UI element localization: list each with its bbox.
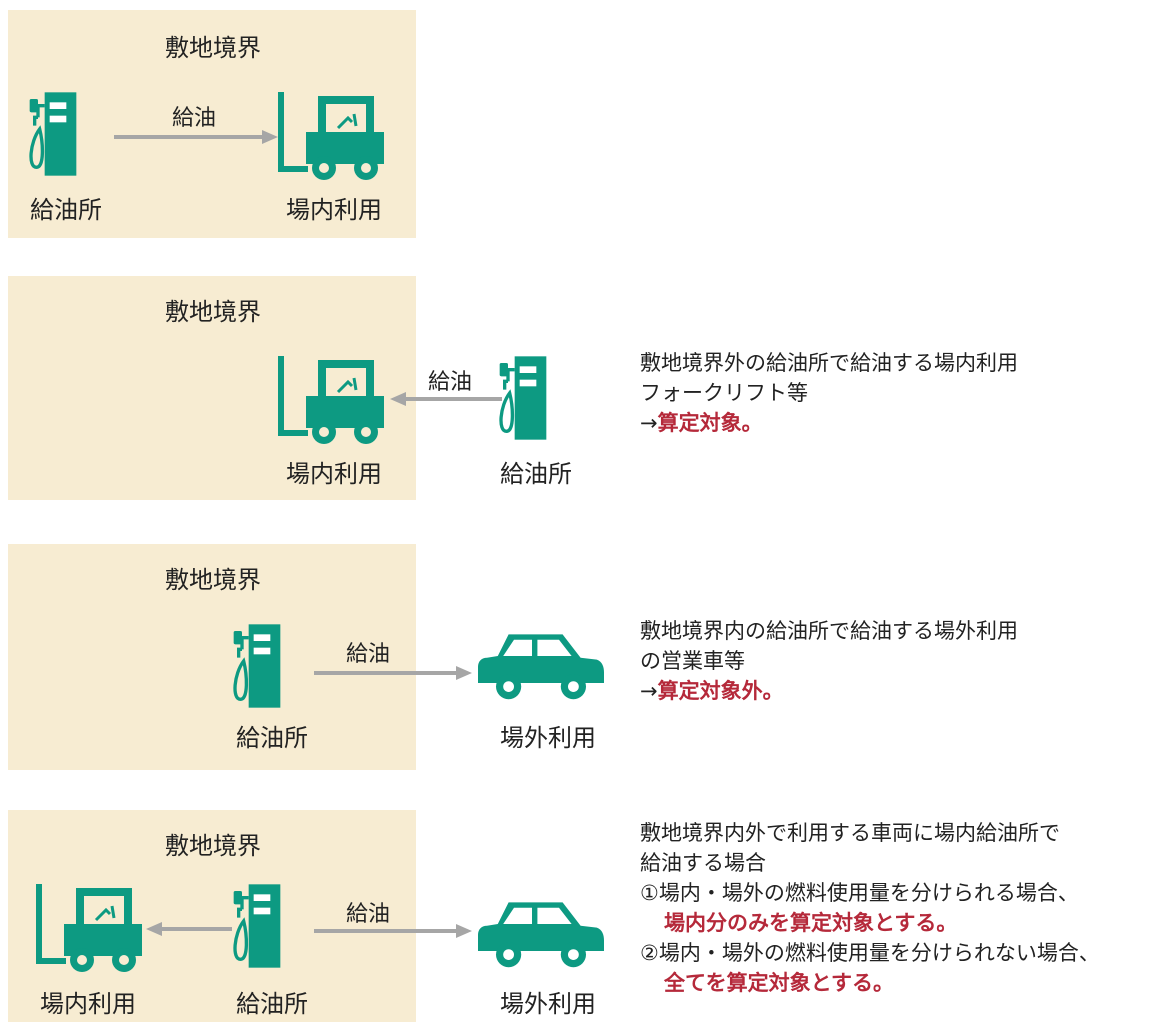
arrow-right-icon [314, 924, 472, 938]
arrow-label-2: 給油 [428, 370, 473, 395]
result-text: 算定対象外。 [657, 679, 784, 703]
fuel-pump-icon [28, 92, 78, 176]
result-arrow: → [640, 411, 658, 435]
arrow-left-icon [146, 922, 232, 936]
boundary-title-3: 敷地境界 [165, 566, 261, 594]
result-text: 算定対象。 [657, 411, 763, 435]
station-label-3: 給油所 [236, 724, 308, 752]
onsite-label-1: 場内利用 [286, 196, 382, 224]
arrow-left-icon [390, 392, 502, 406]
station-label-4: 給油所 [236, 990, 308, 1018]
offsite-label-4: 場外利用 [500, 990, 596, 1018]
arrow-label-3: 給油 [346, 642, 391, 667]
station-label-2: 給油所 [500, 460, 572, 488]
fuel-pump-icon [232, 884, 282, 968]
boundary-title-2: 敷地境界 [165, 298, 261, 326]
arrow-label-1: 給油 [172, 106, 217, 131]
arrow-label-4: 給油 [346, 902, 391, 927]
case-2-result: 全てを算定対象とする。 [664, 971, 894, 995]
fuel-pump-icon [232, 624, 282, 708]
site-boundary-box-3 [8, 544, 416, 770]
offsite-label-3: 場外利用 [500, 724, 596, 752]
description-line: 給油する場合 [640, 851, 766, 875]
car-icon [478, 628, 604, 702]
forklift-icon [278, 356, 388, 446]
onsite-label-2: 場内利用 [286, 460, 382, 488]
case-1-result: 場内分のみを算定対象とする。 [664, 911, 958, 935]
description-line: 敷地境界内の給油所で給油する場外利用 [640, 619, 1018, 643]
description-line: の営業車等 [640, 649, 745, 673]
arrow-right-icon [314, 666, 472, 680]
description-2: 敷地境界外の給油所で給油する場内利用 フォークリフト等 →算定対象。 [640, 348, 1018, 438]
description-3: 敷地境界内の給油所で給油する場外利用 の営業車等 →算定対象外。 [640, 616, 1018, 706]
case-2-text: ②場内・場外の燃料使用量を分けられない場合、 [640, 941, 1100, 965]
station-label-1: 給油所 [30, 196, 102, 224]
arrow-right-icon [114, 130, 278, 144]
boundary-title-4: 敷地境界 [165, 832, 261, 860]
description-line: 敷地境界内外で利用する車両に場内給油所で [640, 821, 1060, 845]
onsite-label-4: 場内利用 [40, 990, 136, 1018]
fuel-pump-icon [498, 356, 548, 440]
forklift-icon [36, 884, 146, 974]
car-icon [478, 896, 604, 970]
forklift-icon [278, 92, 388, 182]
description-4: 敷地境界内外で利用する車両に場内給油所で 給油する場合 ①場内・場外の燃料使用量… [640, 818, 1100, 998]
description-line: 敷地境界外の給油所で給油する場内利用 [640, 351, 1018, 375]
case-1-text: ①場内・場外の燃料使用量を分けられる場合、 [640, 881, 1079, 905]
result-arrow: → [640, 679, 658, 703]
description-line: フォークリフト等 [640, 381, 808, 405]
boundary-title-1: 敷地境界 [165, 34, 261, 62]
